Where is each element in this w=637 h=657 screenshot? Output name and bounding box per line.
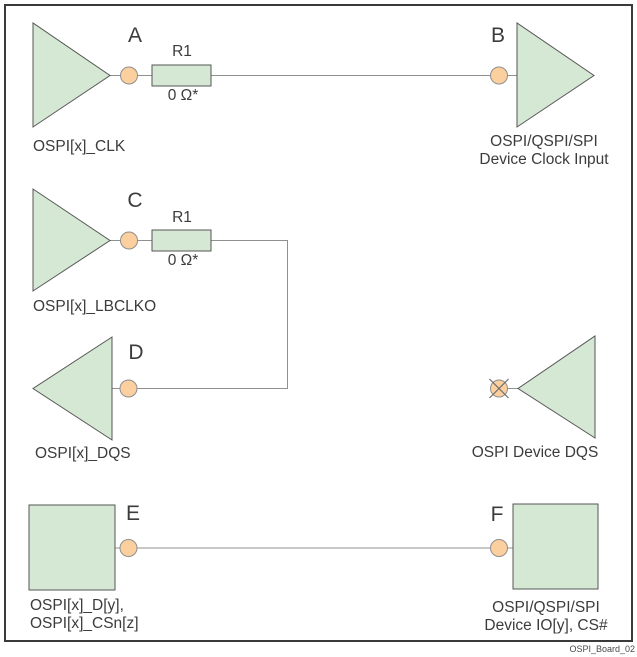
signal-clk-dest: OSPI/QSPI/SPI Device Clock Input bbox=[479, 133, 608, 169]
pin-a-icon bbox=[120, 66, 138, 85]
soc-lbclko-buffer-icon bbox=[32, 188, 111, 292]
point-label-b: B bbox=[490, 24, 506, 47]
pin-e-icon bbox=[119, 539, 138, 557]
figure-border bbox=[4, 4, 633, 642]
signal-data-dest-line1: OSPI/QSPI/SPI bbox=[492, 599, 600, 616]
pin-b-icon bbox=[490, 66, 508, 85]
signal-dqs-source: OSPI[x]_DQS bbox=[35, 445, 131, 462]
point-label-d: D bbox=[128, 341, 144, 364]
signal-clk-source: OSPI[x]_CLK bbox=[33, 138, 126, 155]
figure-board-id: OSPI_Board_02 bbox=[569, 644, 635, 654]
pin-d-icon bbox=[119, 379, 138, 398]
signal-data-dest: OSPI/QSPI/SPI Device IO[y], CS# bbox=[484, 599, 607, 635]
soc-clk-buffer-icon bbox=[32, 22, 111, 128]
resistor-r1-lbclko-icon bbox=[151, 229, 212, 252]
device-data-pad-icon bbox=[512, 503, 599, 590]
no-connect-cross-line2-icon bbox=[489, 378, 509, 399]
point-label-f: F bbox=[490, 503, 504, 526]
point-label-e: E bbox=[125, 502, 141, 525]
resistor-name-clk: R1 bbox=[172, 43, 192, 60]
device-clk-buffer-icon bbox=[516, 22, 595, 128]
signal-data-source-line1: OSPI[x]_D[y], bbox=[30, 597, 124, 614]
resistor-name-lbclko: R1 bbox=[172, 209, 192, 226]
signal-data-source-line2: OSPI[x]_CSn[z] bbox=[30, 615, 139, 632]
signal-data-source: OSPI[x]_D[y], OSPI[x]_CSn[z] bbox=[30, 597, 139, 633]
pin-c-icon bbox=[120, 231, 138, 250]
point-label-a: A bbox=[127, 24, 143, 47]
resistor-value-lbclko: 0 Ω* bbox=[167, 252, 199, 269]
device-dqs-driver-icon bbox=[517, 335, 596, 439]
signal-clk-dest-line1: OSPI/QSPI/SPI bbox=[490, 133, 598, 150]
resistor-value-clk: 0 Ω* bbox=[167, 87, 199, 104]
signal-lbclko-source: OSPI[x]_LBCLKO bbox=[33, 298, 157, 315]
soc-data-pad-icon bbox=[28, 504, 116, 591]
pin-f-icon bbox=[490, 539, 508, 557]
signal-dqs-device: OSPI Device DQS bbox=[471, 444, 599, 461]
wire-lbclko-to-dqs bbox=[112, 240, 288, 389]
resistor-r1-clk-icon bbox=[151, 64, 212, 87]
soc-dqs-receiver-icon bbox=[32, 336, 113, 441]
signal-clk-dest-line2: Device Clock Input bbox=[479, 151, 609, 168]
point-label-c: C bbox=[127, 189, 143, 212]
signal-data-dest-line2: Device IO[y], CS# bbox=[484, 617, 608, 634]
